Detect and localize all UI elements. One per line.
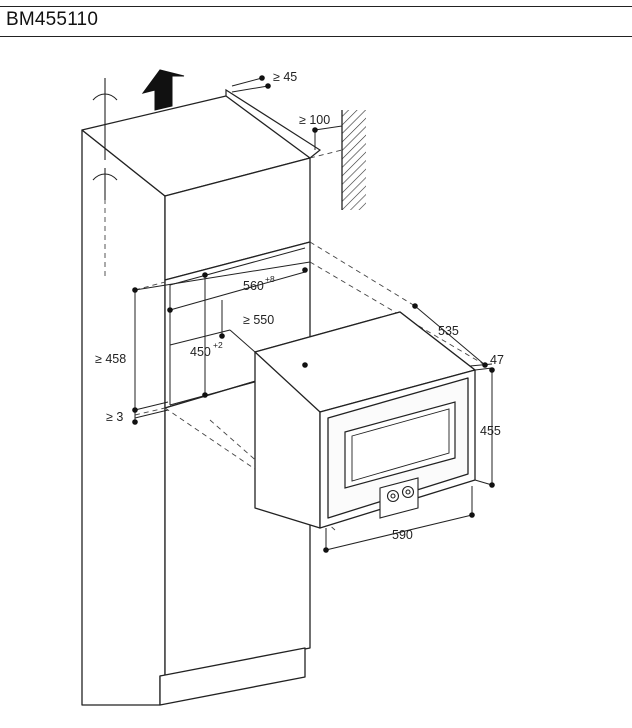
- label-appliance-height: 455: [480, 424, 501, 438]
- dimension-dots: [132, 75, 495, 553]
- break-symbol-icon: [92, 78, 118, 200]
- label-rear-gap: ≥ 100: [299, 113, 330, 127]
- oven-window-inner: [351, 408, 450, 482]
- label-niche-height-inner: 450: [190, 345, 211, 359]
- header-rule-top: [0, 6, 632, 7]
- label-front-depth: 47: [490, 353, 504, 367]
- label-top-gap: ≥ 45: [273, 70, 297, 84]
- rear-wall-hatch: [341, 110, 366, 210]
- label-appliance-width: 590: [392, 528, 413, 542]
- label-niche-depth: ≥ 550: [243, 313, 274, 327]
- label-appliance-depth: 535: [438, 324, 459, 338]
- ventilation-arrow-icon: [141, 69, 185, 111]
- label-niche-width-tol: +8: [265, 274, 275, 284]
- label-niche-height-outer: ≥ 458: [95, 352, 126, 366]
- header-rule-bottom: [0, 36, 632, 37]
- niche-inner-lines: [169, 247, 306, 406]
- dimension-lines: [134, 77, 493, 552]
- label-bottom-gap: ≥ 3: [106, 410, 123, 424]
- model-title: BM455110: [6, 9, 99, 30]
- left-knob-icon: [386, 489, 400, 503]
- label-niche-width: 560: [243, 279, 264, 293]
- label-niche-height-tol: +2: [213, 340, 223, 350]
- cabinet-top-back-edge: [225, 88, 322, 159]
- cabinet-plinth: [159, 647, 306, 706]
- cabinet-side-panel: [81, 129, 166, 706]
- right-knob-icon: [401, 485, 415, 499]
- oven-control-panel: [379, 477, 419, 519]
